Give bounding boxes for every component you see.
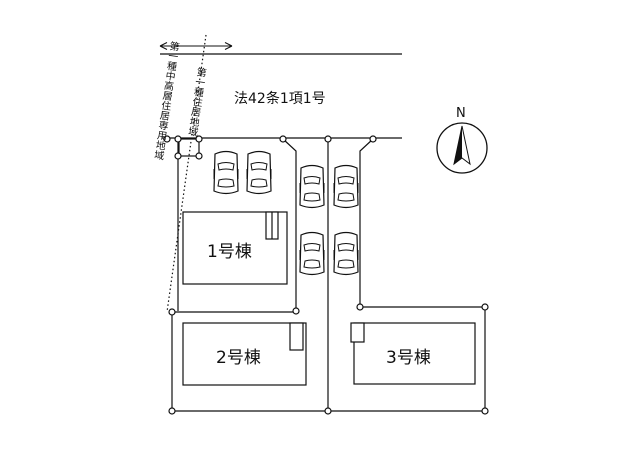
- car-3: [299, 164, 325, 209]
- compass-north-label: N: [456, 106, 466, 121]
- car-1: [213, 150, 239, 195]
- car-6: [333, 231, 359, 276]
- zone-boundary: [159, 34, 233, 313]
- car-2: [246, 150, 272, 195]
- buildings: [182, 211, 476, 386]
- boundary-markers: [163, 135, 489, 415]
- building-2-entrance: [289, 322, 304, 351]
- building-2-footprint: [182, 322, 307, 386]
- car-5: [299, 231, 325, 276]
- building-3-label: 3号棟: [386, 348, 431, 368]
- road-label: 法42条1項1号: [234, 91, 326, 107]
- building-1-label: 1号棟: [207, 242, 252, 262]
- building-3-entrance: [350, 322, 365, 343]
- building-3-footprint: [353, 322, 476, 385]
- building-2-label: 2号棟: [216, 348, 261, 368]
- compass: [436, 122, 488, 174]
- car-4: [333, 164, 359, 209]
